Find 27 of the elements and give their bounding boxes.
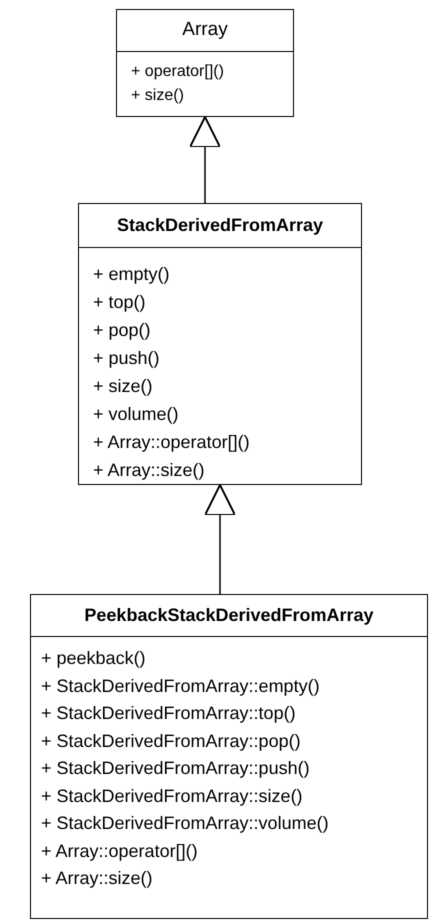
method-text: + StackDerivedFromArray::volume() [41,812,329,835]
class-name: StackDerivedFromArray [116,214,324,237]
method-text: + push() [93,347,160,370]
class-box [30,594,428,919]
class-box [116,9,294,117]
method-text: + StackDerivedFromArray::empty() [41,674,320,698]
method-text: + volume() [93,403,179,426]
inheritance-arrow [189,116,221,203]
method-text: + size() [131,86,184,106]
class-box [78,203,362,485]
method-text: + Array::operator[]() [93,431,250,454]
method-text: + peekback() [41,647,146,670]
class-name: Array [182,18,228,42]
class-name: PeekbackStackDerivedFromArray [84,604,374,627]
inheritance-arrow [204,484,236,594]
method-text: + pop() [93,319,151,342]
method-text: + top() [93,291,146,314]
method-text: + operator[]() [131,62,224,82]
method-text: + StackDerivedFromArray::pop() [41,730,301,753]
method-text: + size() [93,375,153,398]
method-text: + Array::size() [93,459,205,482]
method-text: + Array::size() [41,867,153,890]
method-text: + StackDerivedFromArray::push() [41,757,310,780]
method-text: + empty() [93,263,170,286]
method-text: + StackDerivedFromArray::top() [41,702,296,725]
method-text: + StackDerivedFromArray::size() [41,784,303,808]
method-text: + Array::operator[]() [41,840,198,863]
